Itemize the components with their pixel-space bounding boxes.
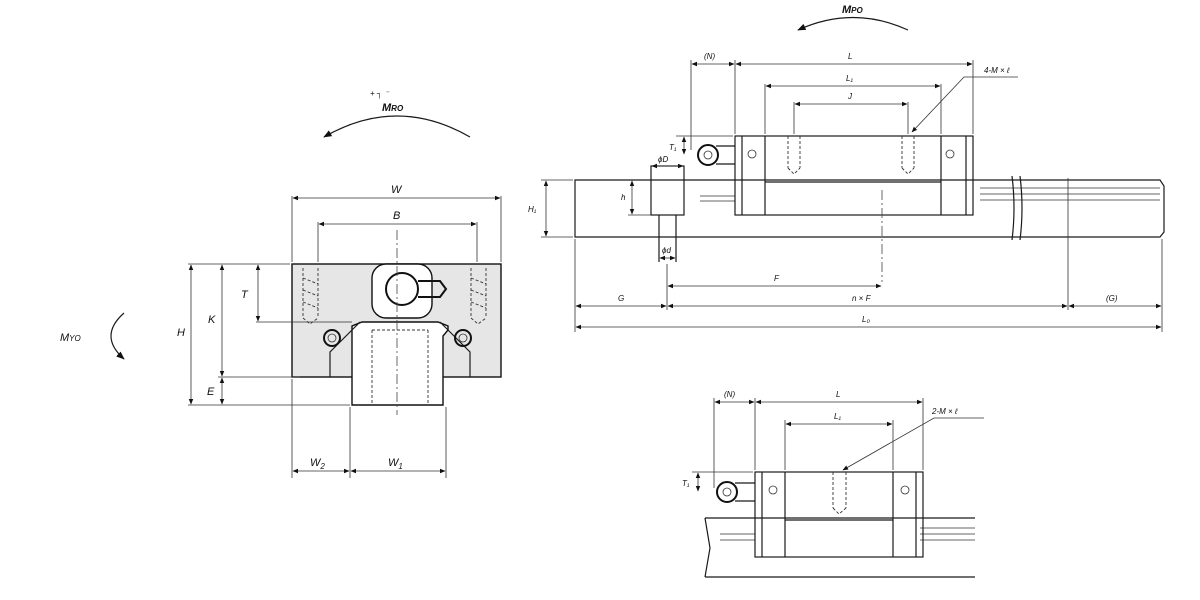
dim-F-label: F xyxy=(774,274,780,283)
side-block-inner xyxy=(741,136,967,215)
pitch-moment-label: MPO xyxy=(842,4,864,16)
short-screw-left xyxy=(768,485,778,495)
side-nipple-body xyxy=(716,145,735,165)
dim-B-label: B xyxy=(393,210,400,222)
dim-G-label: G xyxy=(618,294,624,303)
short-callout-label: 2-M × ℓ xyxy=(931,407,958,416)
yaw-moment-label: MYO xyxy=(60,332,81,344)
dim-nF-label: n × F xyxy=(852,294,872,303)
grease-nipple-base xyxy=(371,263,433,319)
short-ext-lines xyxy=(713,398,924,488)
short-dim-N-label: (N) xyxy=(724,390,735,399)
side-view: MPO (N) L L₁ J 4-M × ℓ xyxy=(528,4,1165,332)
dim-K-label: K xyxy=(208,314,216,326)
short-nipple-body xyxy=(735,482,755,502)
dim-H1-label: H₁ xyxy=(528,205,537,214)
dim-W2-label: W2 xyxy=(310,457,325,471)
bolt-shank xyxy=(658,215,677,262)
dim-T-label: T xyxy=(241,289,249,301)
short-rail xyxy=(704,517,975,578)
side-screw-left xyxy=(747,149,757,159)
side-rail xyxy=(574,179,1165,238)
side-grease-nipple-inner xyxy=(703,150,713,160)
dim-E-label: E xyxy=(207,386,215,398)
tap-hole-right xyxy=(470,268,487,325)
rail-stripes xyxy=(700,187,1160,202)
short-grease-nipple xyxy=(716,481,738,503)
dim-B-line xyxy=(317,222,478,262)
callout-label: 4-M × ℓ xyxy=(984,66,1010,75)
dim-phid-label: ϕd xyxy=(662,246,671,255)
short-callout-leader xyxy=(842,417,984,471)
short-block xyxy=(754,471,924,558)
dim-J-label: J xyxy=(847,92,853,101)
ball-right-inner xyxy=(458,333,468,343)
short-block-inner xyxy=(761,472,917,557)
rail-inner-outline xyxy=(371,329,429,405)
rail-break xyxy=(1011,175,1023,241)
ball-left xyxy=(323,329,341,347)
dim-bottom-ext xyxy=(291,379,447,478)
short-dim-L-label: L xyxy=(836,390,840,399)
front-view: + ┐ ⁻ MRO MYO W xyxy=(60,89,502,478)
dim-L0-label: L₀ xyxy=(862,315,870,324)
pitch-moment-arc xyxy=(797,17,909,31)
dim-H-label: H xyxy=(177,327,185,339)
roll-moment-arc xyxy=(323,115,471,138)
short-dim-L1-label: L₁ xyxy=(834,412,841,421)
side-block xyxy=(734,135,974,216)
dim-phiD-label: ϕD xyxy=(658,155,668,164)
rail xyxy=(351,321,449,406)
dim-G-paren-label: (G) xyxy=(1106,294,1118,303)
dim-N-label: (N) xyxy=(704,52,715,61)
dim-T1-label: T₁ xyxy=(669,143,677,152)
short-tap-hole xyxy=(832,472,847,515)
short-grease-nipple-inner xyxy=(722,487,732,497)
dim-left-ext xyxy=(188,263,352,406)
bolt-head xyxy=(650,165,685,216)
side-tap-holes xyxy=(787,136,915,175)
dim-h-label: h xyxy=(621,193,626,202)
ball-right xyxy=(454,329,472,347)
dim-W1-label: W1 xyxy=(388,457,403,471)
grease-nipple-hex xyxy=(418,280,448,298)
dim-L1-label: L₁ xyxy=(846,74,853,83)
ball-left-inner xyxy=(327,333,337,343)
grease-nipple xyxy=(385,272,419,306)
short-screw-right xyxy=(900,485,910,495)
side-grease-nipple xyxy=(697,144,719,166)
dim-H1-ext xyxy=(541,179,573,238)
short-rail-stripes xyxy=(720,527,975,541)
callout-leader xyxy=(911,76,1018,133)
roll-moment-label: MRO xyxy=(382,102,404,114)
yaw-moment-arc xyxy=(110,312,125,360)
short-dim-T1-label: T₁ xyxy=(682,479,690,488)
short-view: (N) L L₁ 2-M × ℓ T₁ xyxy=(682,390,984,578)
side-ext-lines xyxy=(690,60,974,150)
dim-W-label: W xyxy=(391,184,403,196)
dim-W-line xyxy=(291,196,502,262)
tap-hole-left xyxy=(302,268,319,325)
side-screw-right xyxy=(945,149,955,159)
dim-L-label: L xyxy=(848,52,852,61)
roll-moment-note: + ┐ ⁻ xyxy=(370,89,390,99)
side-bottom-ext xyxy=(574,178,1163,332)
